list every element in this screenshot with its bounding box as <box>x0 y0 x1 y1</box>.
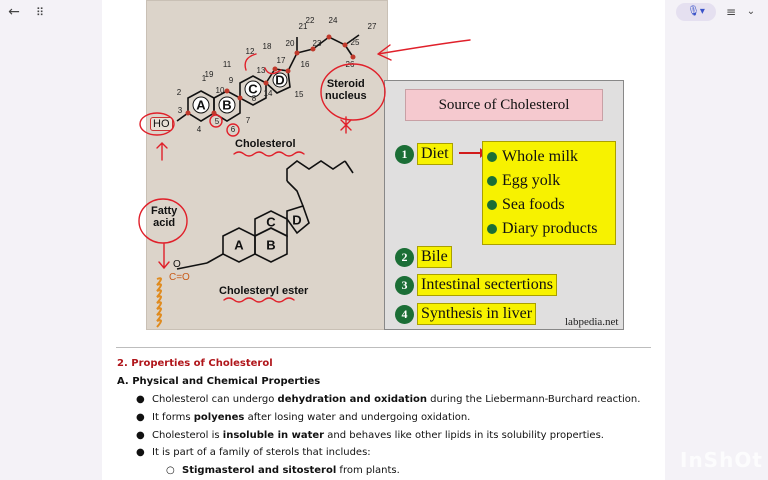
svg-text:17: 17 <box>277 56 286 65</box>
list-item: Diary products <box>487 217 615 241</box>
source-of-cholesterol-figure: Source of Cholesterol 1 Diet Whole milk … <box>384 80 624 330</box>
svg-text:13: 13 <box>257 66 266 75</box>
figure-title: Source of Cholesterol <box>405 89 603 121</box>
svg-text:12: 12 <box>246 47 255 56</box>
svg-text:20: 20 <box>286 39 295 48</box>
subsection-heading: A. Physical and Chemical Properties <box>117 376 321 387</box>
svg-text:7: 7 <box>246 116 251 125</box>
microphone-button[interactable]: 🎙 ▾ <box>676 3 716 21</box>
bullet-dot-icon <box>487 152 497 162</box>
chevron-down-icon: ▾ <box>699 6 705 17</box>
document-page: A B C D 1 2 3 4 5 6 7 8 9 10 11 12 13 14… <box>102 0 665 480</box>
svg-text:19: 19 <box>205 70 214 79</box>
ester-ring-label-a: A <box>234 238 244 253</box>
bullet-dot-icon: ● <box>136 430 145 441</box>
ester-ring-label-c: C <box>266 215 276 230</box>
svg-text:10: 10 <box>216 86 225 95</box>
bullet-dot-icon <box>487 224 497 234</box>
source-label: Intestinal sectertions <box>417 274 557 296</box>
source-item-bile: 2 Bile <box>395 246 452 268</box>
number-badge: 3 <box>395 275 414 295</box>
svg-text:4: 4 <box>197 125 202 134</box>
source-label: Synthesis in liver <box>417 303 537 325</box>
bullet-item: ●It is part of a family of sterols that … <box>136 447 371 458</box>
svg-text:3: 3 <box>178 106 183 115</box>
bullet-dot-icon: ● <box>136 394 145 405</box>
svg-text:2: 2 <box>177 88 182 97</box>
menu-icon[interactable]: ≡ <box>725 5 737 19</box>
svg-text:11: 11 <box>223 60 232 69</box>
steroid-nucleus-label: Steroid nucleus <box>325 78 367 102</box>
bullet-dot-icon <box>487 200 497 210</box>
bullet-dot-icon: ● <box>136 447 145 458</box>
svg-text:26: 26 <box>346 60 355 69</box>
fatty-acid-label: Fatty acid <box>151 205 178 229</box>
microphone-icon: 🎙 <box>687 6 700 17</box>
svg-text:5: 5 <box>215 117 220 126</box>
ring-label-b: B <box>222 98 231 113</box>
bullet-dot-icon: ● <box>136 412 145 423</box>
diet-sources-list: Whole milk Egg yolk Sea foods Diary prod… <box>482 141 616 245</box>
sub-bullet-item: ○Stigmasterol and sitosterol from plants… <box>166 465 400 476</box>
list-item: Egg yolk <box>487 169 615 193</box>
ring-label-a: A <box>196 98 206 113</box>
svg-text:6: 6 <box>231 125 236 134</box>
cholesterol-structure-figure: A B C D 1 2 3 4 5 6 7 8 9 10 11 12 13 14… <box>146 0 388 330</box>
source-label: Diet <box>417 143 453 165</box>
source-item-synthesis: 4 Synthesis in liver <box>395 303 537 325</box>
grid-icon[interactable]: ⠿ <box>35 5 45 19</box>
source-label: Bile <box>417 246 452 268</box>
section-divider <box>116 347 651 348</box>
structure-drawing: A B C D 1 2 3 4 5 6 7 8 9 10 11 12 13 14… <box>156 16 377 328</box>
number-badge: 1 <box>395 144 414 164</box>
svg-text:18: 18 <box>263 42 272 51</box>
svg-text:16: 16 <box>301 60 310 69</box>
svg-text:15: 15 <box>295 90 304 99</box>
ring-label-c: C <box>248 82 258 97</box>
cholesteryl-ester-label: Cholesteryl ester <box>219 285 309 297</box>
number-badge: 4 <box>395 304 414 324</box>
bullet-item: ●Cholesterol can undergo dehydration and… <box>136 394 641 405</box>
sub-bullet-circle-icon: ○ <box>166 465 175 476</box>
list-item: Sea foods <box>487 193 615 217</box>
bullet-item: ●It forms polyenes after losing water an… <box>136 412 471 423</box>
ring-label-d: D <box>275 73 284 88</box>
list-item: Whole milk <box>487 145 615 169</box>
svg-text:8: 8 <box>252 94 257 103</box>
right-arrow-icon <box>459 148 486 158</box>
source-item-diet: 1 Diet <box>395 143 453 165</box>
svg-text:9: 9 <box>229 76 234 85</box>
bullet-dot-icon <box>487 176 497 186</box>
inshot-watermark: InShOt <box>680 448 763 472</box>
ester-carbonyl-label: C=O <box>169 272 190 283</box>
ester-ring-label-d: D <box>292 213 301 228</box>
svg-text:14: 14 <box>264 89 273 98</box>
expand-chevron-icon[interactable]: ⌄ <box>746 6 756 17</box>
svg-text:22: 22 <box>306 16 315 25</box>
svg-text:21: 21 <box>299 22 308 31</box>
number-badge: 2 <box>395 247 414 267</box>
fatty-acid-chain <box>156 277 162 328</box>
cholesterol-label: Cholesterol <box>235 138 296 150</box>
back-arrow-icon[interactable]: ← <box>8 4 20 20</box>
svg-text:27: 27 <box>368 22 377 31</box>
hydroxyl-label: HO <box>150 117 173 131</box>
ink-arrow <box>377 39 471 61</box>
source-item-intestinal: 3 Intestinal sectertions <box>395 274 557 296</box>
ester-oxygen-label: O <box>173 259 181 270</box>
svg-text:25: 25 <box>351 38 360 47</box>
bullet-item: ●Cholesterol is insoluble in water and b… <box>136 430 604 441</box>
section-heading: 2. Properties of Cholesterol <box>117 358 273 369</box>
figure-credit: labpedia.net <box>565 316 619 328</box>
svg-text:24: 24 <box>329 16 338 25</box>
ester-ring-label-b: B <box>266 238 275 253</box>
svg-text:23: 23 <box>313 39 322 48</box>
svg-text:1: 1 <box>202 74 207 83</box>
